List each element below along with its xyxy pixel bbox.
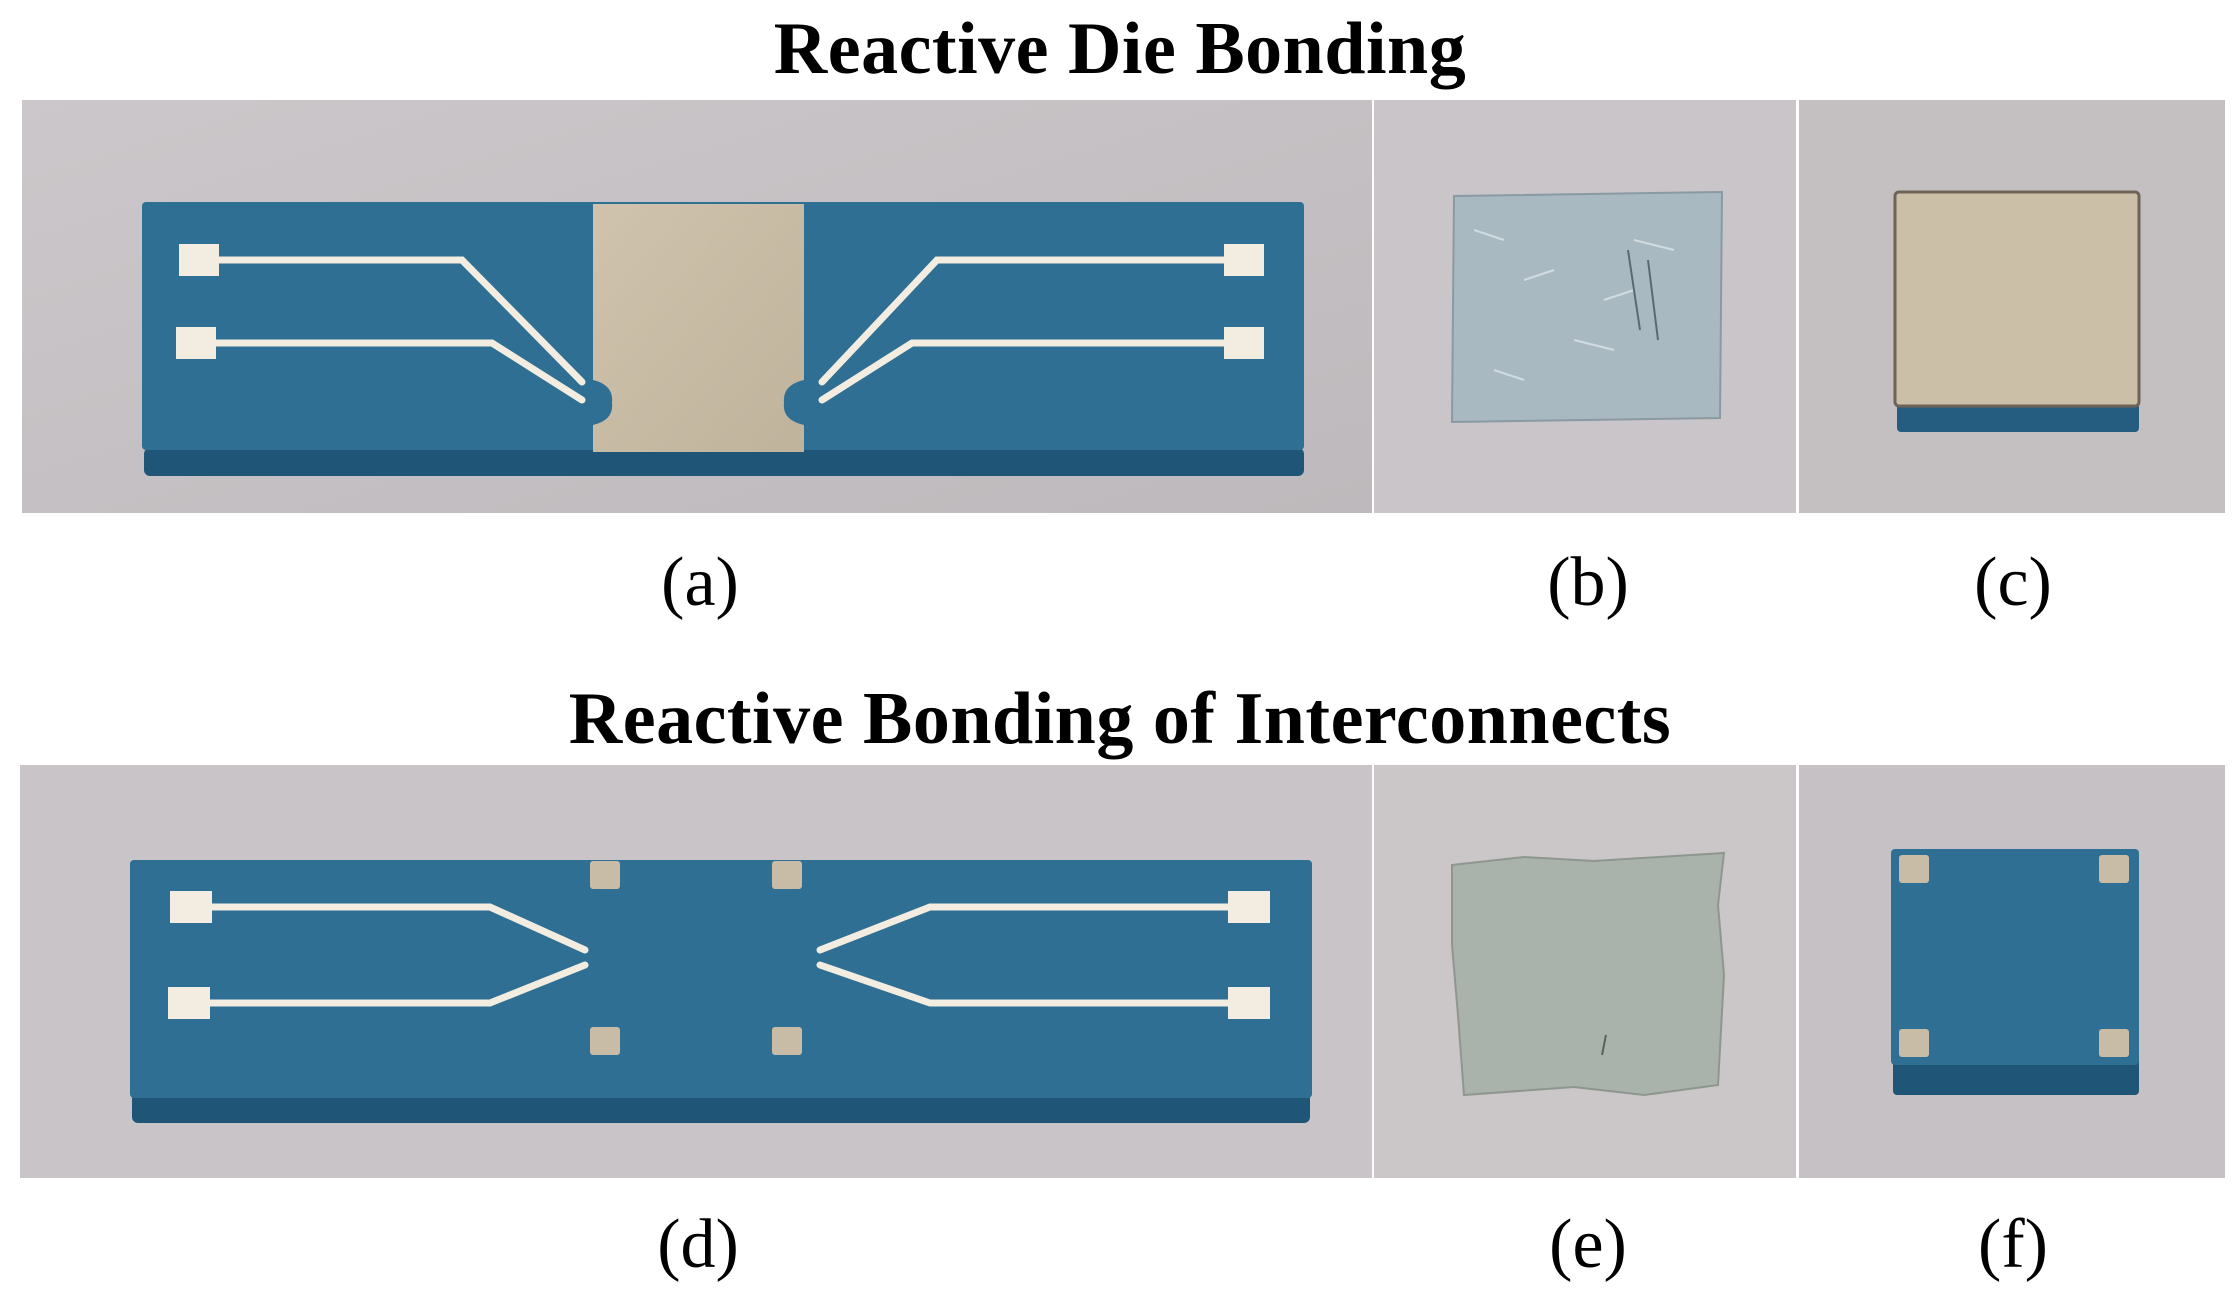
die-icon xyxy=(1893,190,2141,432)
panel-label-f: (f) xyxy=(1978,1206,2048,1283)
die-icon xyxy=(1891,849,2139,1095)
sensor-chip-icon xyxy=(142,202,1304,476)
panel-d-photo xyxy=(20,765,1372,1178)
panel-a-photo xyxy=(22,100,1372,513)
panel-label-e: (e) xyxy=(1549,1206,1627,1283)
panel-e-photo xyxy=(1374,765,1796,1178)
reactive-foil-icon xyxy=(1451,851,1726,1097)
panel-b-photo xyxy=(1374,100,1796,513)
panel-label-d: (d) xyxy=(657,1206,739,1283)
panel-label-a: (a) xyxy=(661,544,739,621)
panel-label-b: (b) xyxy=(1547,544,1629,621)
panel-label-c: (c) xyxy=(1974,544,2052,621)
section-title-die-bonding: Reactive Die Bonding xyxy=(773,8,1467,90)
reactive-foil-icon xyxy=(1450,190,1724,424)
panel-f-photo xyxy=(1799,765,2225,1178)
section-title-interconnect-bonding: Reactive Bonding of Interconnects xyxy=(568,678,1672,760)
sensor-chip-icon xyxy=(130,860,1312,1123)
panel-c-photo xyxy=(1799,100,2225,513)
